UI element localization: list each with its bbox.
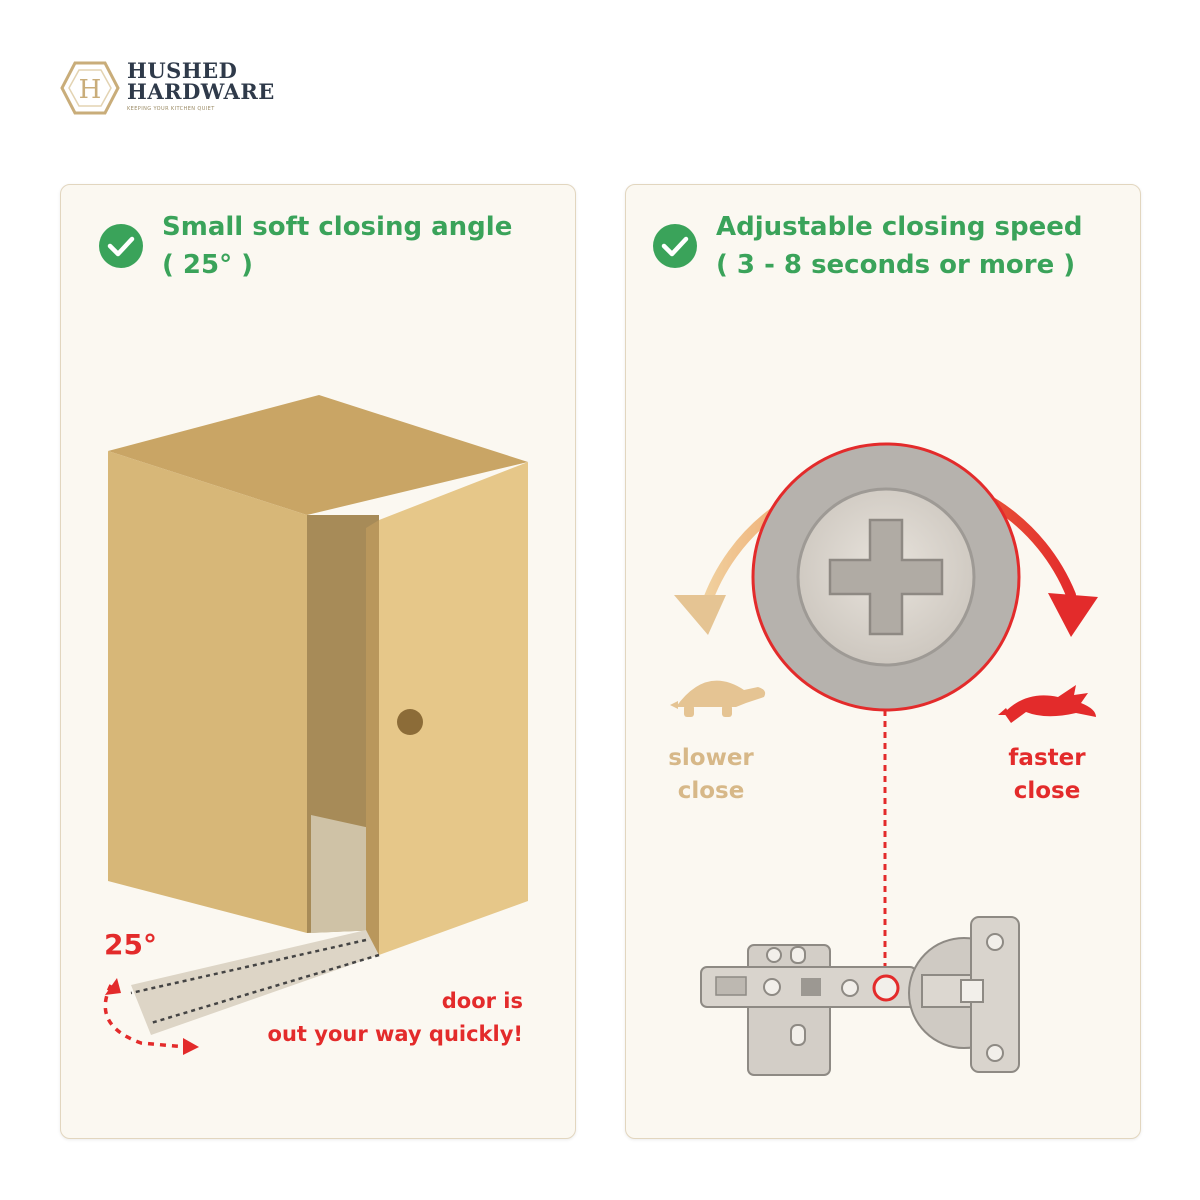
angle-heading-value: ( 25° ) <box>162 250 254 280</box>
check-icon <box>653 224 697 268</box>
door-note-line2: out your way quickly! <box>267 1022 523 1046</box>
speed-illustration <box>670 442 1098 1076</box>
turtle-icon <box>670 680 766 717</box>
hinge-illustration <box>700 916 1020 1076</box>
speed-heading: Adjustable closing speed <box>716 212 1083 242</box>
door-knob <box>397 709 423 735</box>
slow-arrowhead <box>674 595 726 635</box>
rabbit-icon <box>998 685 1096 723</box>
panel-closing-speed: Adjustable closing speed ( 3 - 8 seconds… <box>625 184 1141 1139</box>
brand-name-line1: HUSHED <box>127 58 238 83</box>
dotted-arc-arrow <box>103 984 187 1049</box>
brand-tagline: KEEPING YOUR KITCHEN QUIET <box>127 106 215 112</box>
slower-close-label: slower close <box>668 745 754 804</box>
hexagon-logo-icon: H <box>60 61 120 115</box>
brand-logo: H HUSHED HARDWARE KEEPING YOUR KITCHEN Q… <box>60 58 320 118</box>
cabinet-illustration <box>103 395 528 1055</box>
fast-arrowhead <box>1048 593 1098 637</box>
faster-close-label: faster close <box>1008 745 1086 804</box>
brand-name-line2: HARDWARE <box>127 79 275 104</box>
svg-text:H: H <box>79 75 102 105</box>
angle-label: 25° <box>104 928 157 961</box>
door-note-line1: door is <box>441 989 523 1013</box>
check-icon <box>99 224 143 268</box>
panel-closing-angle: Small soft closing angle ( 25° ) 25° doo… <box>60 184 576 1139</box>
speed-heading-value: ( 3 - 8 seconds or more ) <box>716 250 1076 280</box>
angle-heading: Small soft closing angle <box>162 212 513 242</box>
